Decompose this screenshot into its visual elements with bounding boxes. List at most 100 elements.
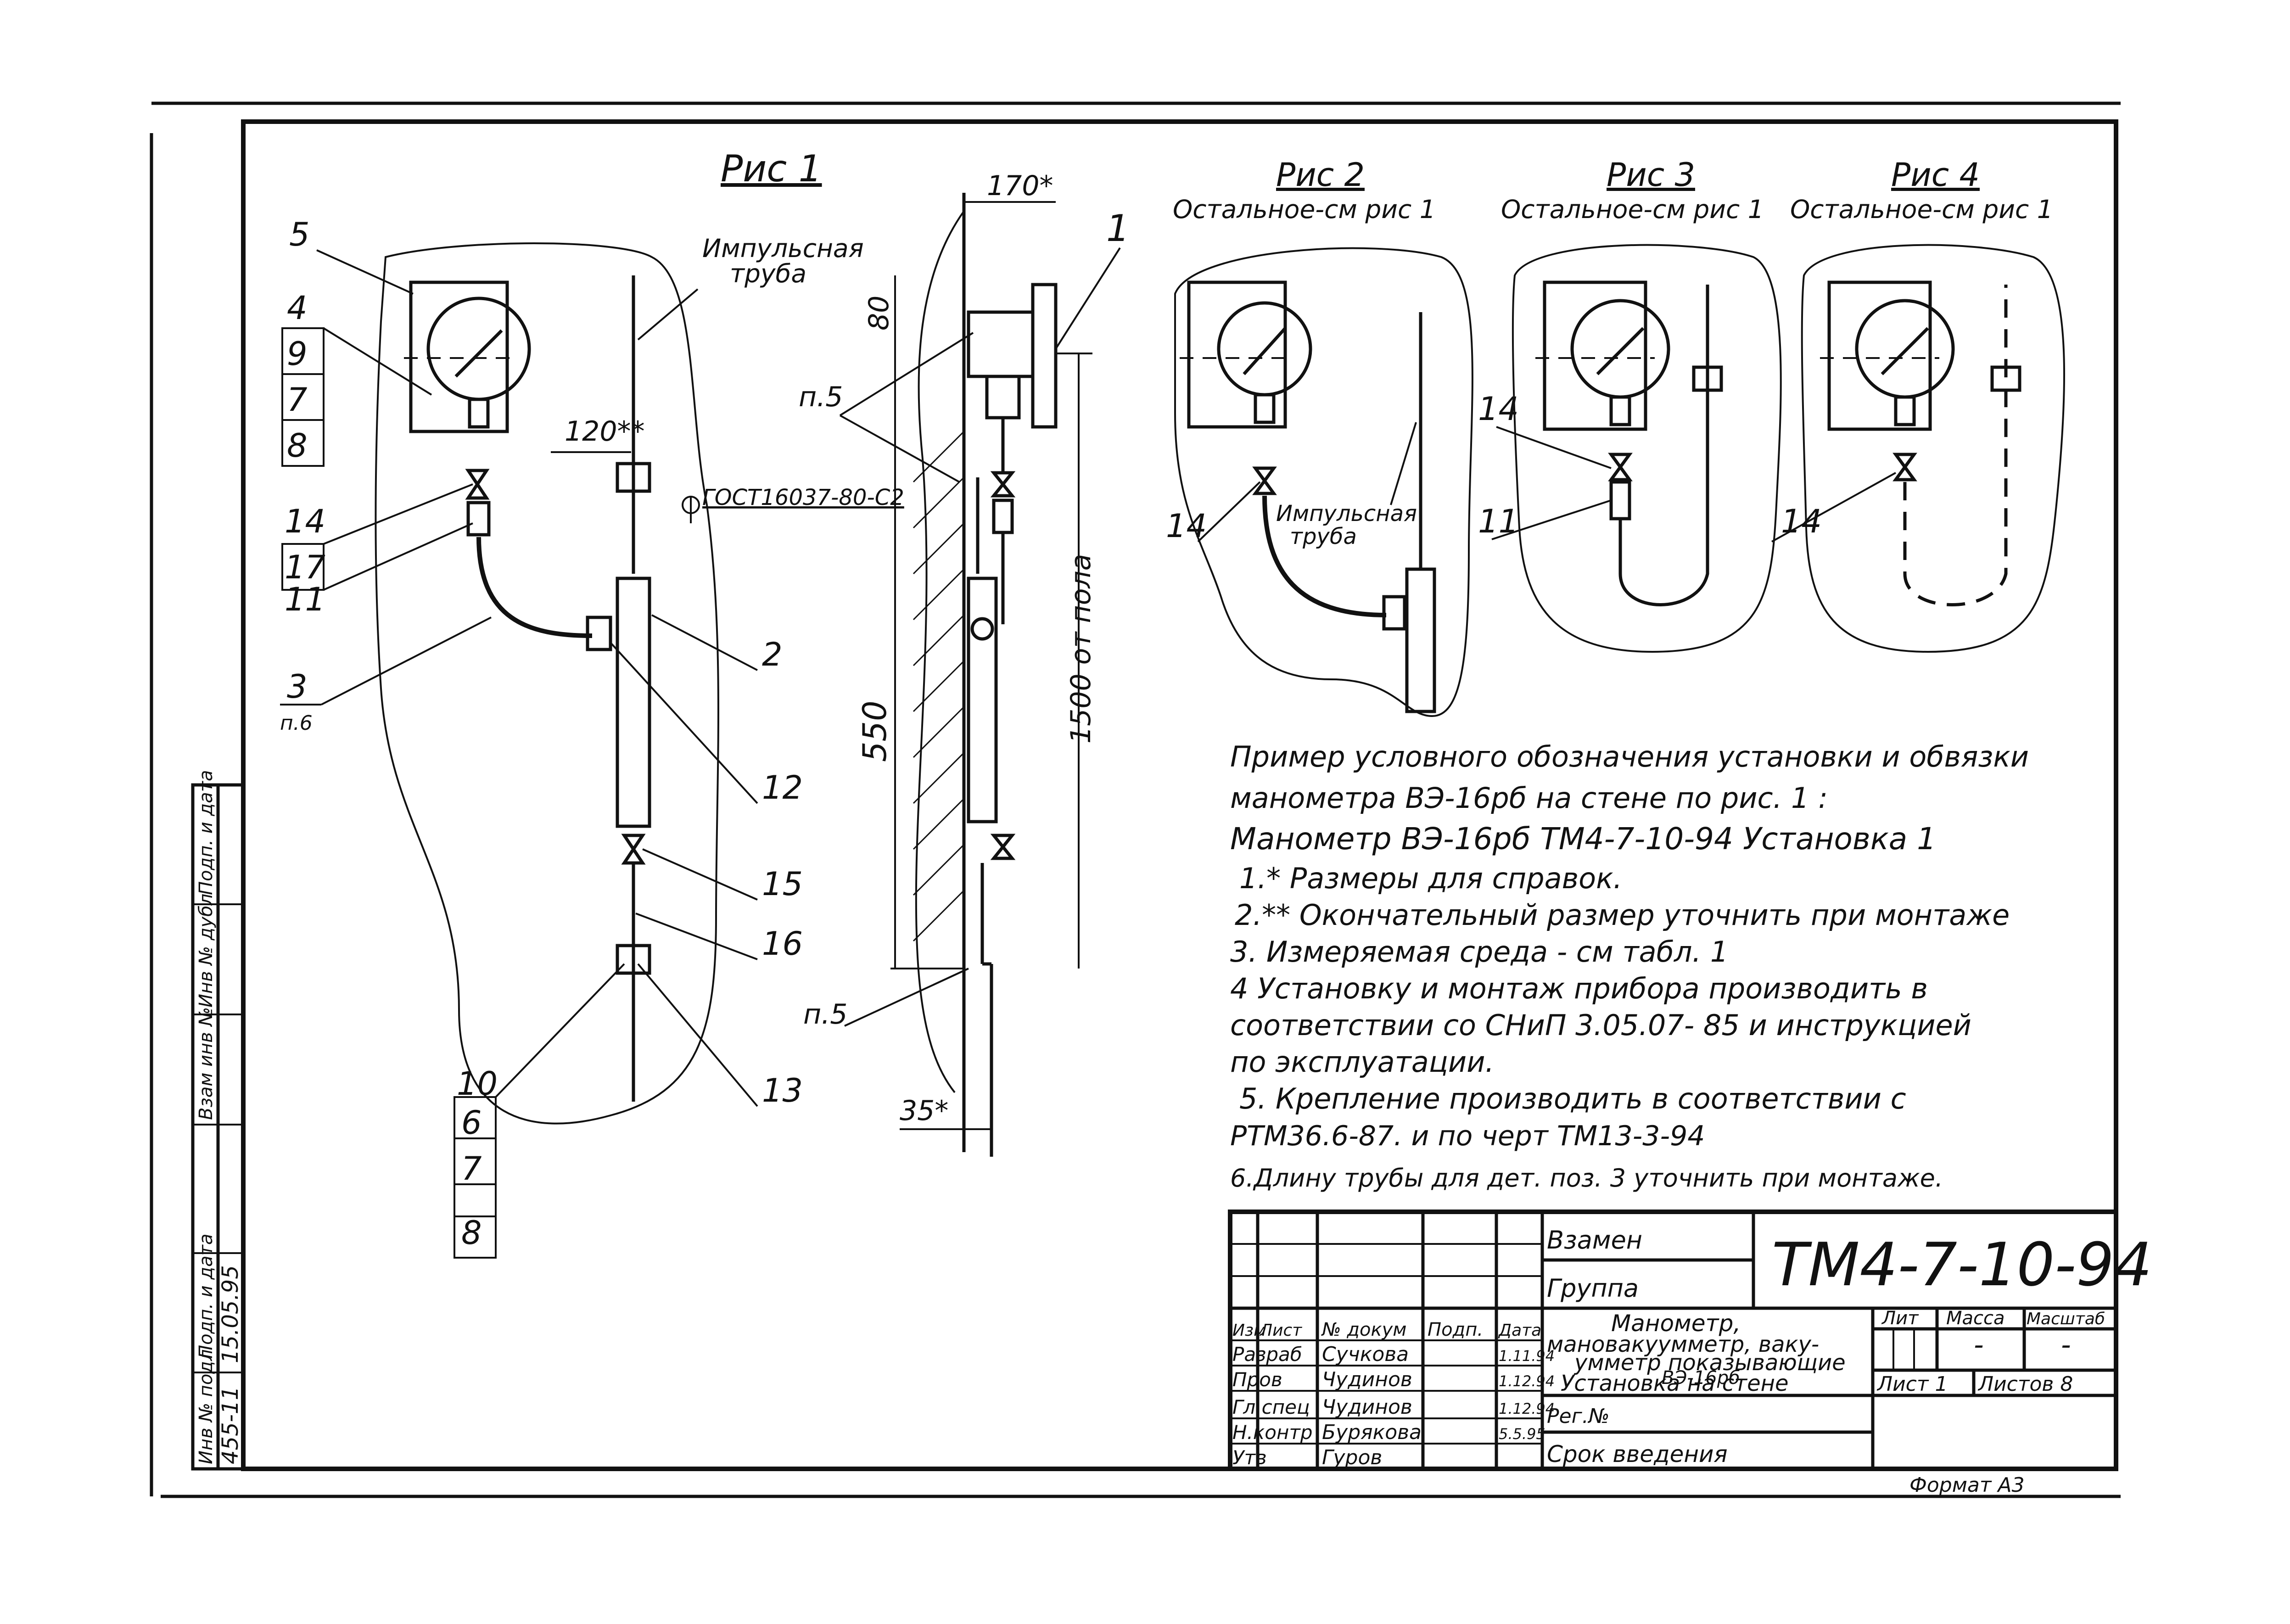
side-stamp: Подп. и дата Инв № дубл Взам инв № Подп.…: [191, 770, 245, 1471]
fig1-fitting-17: [466, 501, 491, 537]
side-valve-lower: [990, 834, 1016, 860]
fig1-label-7a: 7: [287, 381, 308, 419]
tb-doc-number: ТМ4-7-10-94: [1772, 1230, 2152, 1299]
fig4-gauge-dial: [1855, 299, 1955, 399]
fig3-label-11: 11: [1478, 503, 1519, 540]
fig4-outline: [1801, 244, 2066, 653]
tb-gruppa: Группа: [1547, 1274, 1639, 1303]
fig3-gauge-housing: [1543, 280, 1647, 431]
fig1-label-14: 14: [285, 503, 325, 540]
fig1-label-12: 12: [762, 769, 803, 806]
tb-srok: Срок введения: [1547, 1441, 1728, 1467]
side-stamp-label-5: Инв № подл: [196, 1349, 217, 1464]
tb-row5-name: Гуров: [1322, 1446, 1382, 1469]
tb-vzamen: Взамен: [1547, 1226, 1642, 1254]
fig3-valve-14: [1608, 453, 1633, 482]
note-line-12: 6.Длину трубы для дет. поз. 3 уточнить п…: [1230, 1164, 1943, 1193]
note-line-8: соответствии со СНиП 3.05.07- 85 и инстр…: [1230, 1008, 1971, 1042]
side-stamp-label-2: Инв № дубл: [196, 894, 217, 1008]
fig3-label-14: 14: [1478, 390, 1519, 428]
fig1-label-13: 13: [762, 1072, 803, 1109]
fig2-subtitle: Остальное-см рис 1: [1173, 195, 1436, 224]
fig4-clamp: [1990, 365, 2021, 392]
side-wall-outline: [915, 210, 965, 1093]
fig3-title: Рис 3: [1607, 156, 1695, 194]
fig2-gauge-needle: [1243, 327, 1287, 375]
fig2-impulse-l2: труба: [1290, 524, 1357, 549]
tb-row4-role: Н.контр: [1232, 1421, 1313, 1444]
fig1-label-11: 11: [285, 581, 325, 618]
fig4-loop-pipe-hidden: [1903, 285, 2008, 606]
fig1-gauge-housing: [409, 280, 509, 433]
note-line-6: 3. Измеряемая среда - см табл. 1: [1230, 935, 1728, 969]
tb-col-date: Дата: [1498, 1321, 1541, 1340]
side-dim-35: 35*: [900, 1095, 948, 1127]
tb-row3-name: Чудинов: [1322, 1395, 1412, 1419]
fig1-label-15: 15: [762, 865, 803, 903]
tb-row3-date: 1.12.94: [1499, 1400, 1555, 1417]
fig1-label-8a: 8: [287, 427, 308, 465]
tb-name-l3: умметр показывающие: [1573, 1350, 1846, 1376]
fig4-label-14: 14: [1781, 503, 1822, 540]
tb-massa-value: -: [1974, 1329, 1984, 1361]
tb-row4-date: 5.5.95: [1499, 1425, 1545, 1443]
side-gauge-front: [1031, 283, 1058, 429]
fig1-gauge-needle: [454, 329, 503, 378]
side-dim-170: 170*: [987, 170, 1053, 202]
sheet-format: Формат А3: [1909, 1473, 2025, 1497]
tb-row2-role: Пров: [1232, 1368, 1282, 1391]
tb-name-l5: Установка на стене: [1561, 1371, 1789, 1396]
side-valve-upper: [990, 471, 1016, 498]
side-label-p5b: п.5: [803, 998, 847, 1030]
tb-row4-name: Бурякова: [1322, 1421, 1422, 1444]
fig1-label-7b: 7: [461, 1150, 482, 1187]
note-line-9: по эксплуатации.: [1230, 1045, 1494, 1079]
fig2-pipe: [1262, 495, 1387, 617]
fig1-label-2: 2: [762, 636, 783, 673]
fig1-impulse-label-l2: труба: [730, 259, 806, 288]
fig4-title: Рис 4: [1891, 156, 1980, 194]
tb-row3-role: Гл.спец: [1232, 1396, 1310, 1418]
side-stamp-label-4: Подп. и дата: [196, 1234, 217, 1359]
fig1-valve-14: [465, 469, 490, 500]
fig3-gauge-dial: [1570, 299, 1670, 399]
figure-4: Рис 4 Остальное-см рис 1 14: [1771, 156, 2066, 653]
tb-name-l1: Манометр,: [1611, 1310, 1741, 1337]
tb-col-list: Лист: [1259, 1321, 1302, 1340]
side-stamp-label-3: Взам инв №: [196, 1007, 217, 1120]
side-label-1: 1: [1106, 207, 1130, 250]
fig1-label-3-sub: п.6: [280, 711, 313, 735]
fig1-label-8b: 8: [461, 1214, 482, 1252]
fig1-gauge-dial: [426, 297, 531, 401]
fig1-vessel-2: [616, 577, 651, 828]
fig4-gauge-housing: [1827, 280, 1932, 431]
fig3-clamp: [1692, 365, 1723, 392]
fig1-title: Рис 1: [721, 147, 822, 190]
tb-massa: Масса: [1946, 1308, 2005, 1329]
side-fitting: [992, 498, 1014, 534]
fig1-detail-outline: [375, 242, 719, 1125]
fig1-gost: ГОСТ16037-80-С2: [702, 485, 904, 510]
side-dim-550: 550: [856, 700, 894, 762]
tb-row2-name: Чудинов: [1322, 1368, 1412, 1391]
side-stamp-label-1: Подп. и дата: [196, 770, 217, 895]
tb-row2-date: 1.12.94: [1499, 1372, 1555, 1390]
tb-col-podp: Подп.: [1428, 1319, 1483, 1340]
figure-2: Рис 2 Остальное-см рис 1 14 Импульсная т…: [1166, 156, 1473, 717]
tb-list: Лист 1: [1876, 1372, 1948, 1396]
side-vessel: [967, 577, 998, 823]
figure-1: Рис 1 4 9 7 8 5: [280, 147, 904, 1259]
fig4-gauge-needle: [1881, 327, 1929, 375]
side-stamp-inv: 455-11: [218, 1386, 243, 1464]
note-line-7: 4 Установку и монтаж прибора производить…: [1230, 972, 1928, 1005]
side-gauge-body: [967, 310, 1035, 378]
note-line-10: 5. Крепление производить в соответствии …: [1239, 1082, 1906, 1115]
fig1-label-17: 17: [285, 549, 325, 586]
fig1-valve-15: [621, 834, 646, 865]
fig1-label-5: 5: [289, 216, 310, 253]
side-stamp-date: 15.05.95: [218, 1265, 243, 1363]
fig1-clamp-lower: [616, 944, 651, 975]
fig3-gauge-needle: [1596, 327, 1645, 375]
fig2-outline: [1174, 247, 1473, 717]
